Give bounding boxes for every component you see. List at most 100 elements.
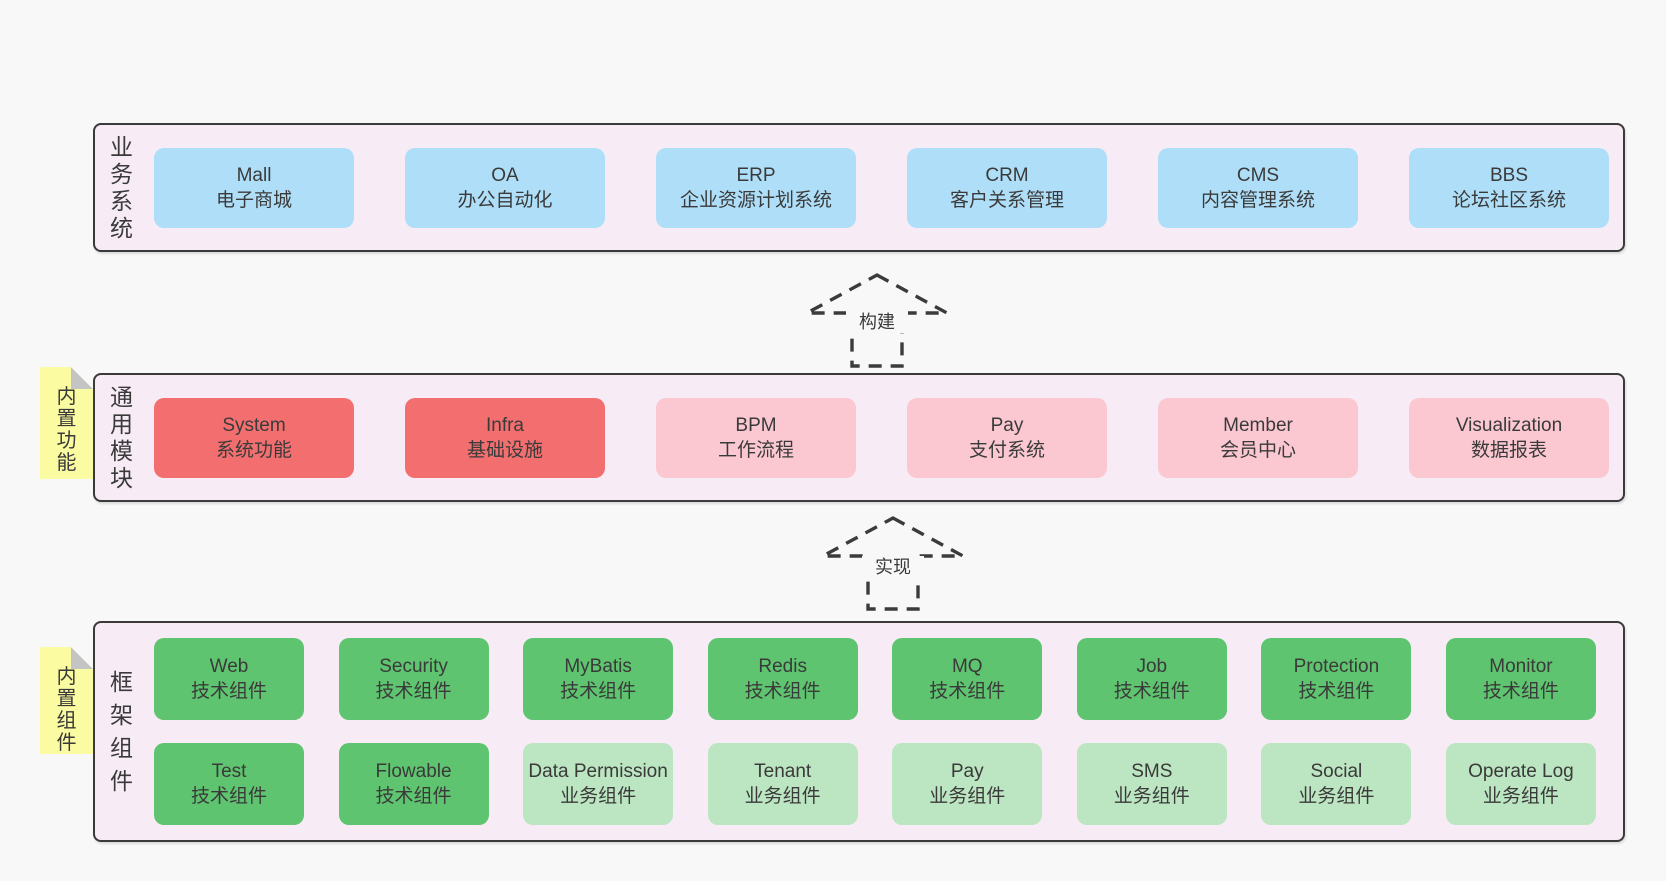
business-boxes: Mall 电子商城 OA 办公自动化 ERP 企业资源计划系统 CRM 客户关系… bbox=[135, 147, 1623, 228]
box-desc: 技术组件 bbox=[929, 681, 1006, 702]
box-name: Operate Log bbox=[1468, 761, 1574, 782]
band-business-systems: 业务系统 Mall 电子商城 OA 办公自动化 ERP 企业资源计划系统 CRM… bbox=[93, 123, 1625, 252]
module-boxes: System 系统功能 Infra 基础设施 BPM 工作流程 Pay 支付系统… bbox=[135, 397, 1623, 478]
box-name: ERP bbox=[736, 164, 776, 186]
box-pay-module: Pay 支付系统 bbox=[907, 397, 1107, 478]
band-label-framework-components: 框架组件 bbox=[110, 668, 133, 794]
box-security: Security 技术组件 bbox=[338, 638, 489, 720]
box-cms: CMS 内容管理系统 bbox=[1158, 147, 1358, 228]
box-pay-component: Pay 业务组件 bbox=[892, 743, 1043, 825]
box-desc: 技术组件 bbox=[375, 681, 452, 702]
box-erp: ERP 企业资源计划系统 bbox=[656, 147, 856, 228]
box-bpm: BPM 工作流程 bbox=[656, 397, 856, 478]
box-name: Member bbox=[1223, 414, 1293, 436]
band-framework-components: 框架组件 Web 技术组件 Security 技术组件 MyBatis 技术组件… bbox=[93, 621, 1625, 842]
box-infra: Infra 基础设施 bbox=[405, 397, 605, 478]
box-name: Protection bbox=[1293, 656, 1380, 677]
sticky-note-built-in-components: 内置组件 bbox=[40, 647, 93, 754]
box-desc: 企业资源计划系统 bbox=[679, 189, 832, 211]
box-name: BBS bbox=[1489, 164, 1529, 186]
component-row-1: Web 技术组件 Security 技术组件 MyBatis 技术组件 Redi… bbox=[154, 638, 1596, 720]
box-member: Member 会员中心 bbox=[1158, 397, 1358, 478]
box-mq: MQ 技术组件 bbox=[892, 638, 1043, 720]
implement-arrow-label: 实现 bbox=[862, 556, 924, 578]
band-common-modules: 通用模块 System 系统功能 Infra 基础设施 BPM 工作流程 Pay… bbox=[93, 373, 1625, 502]
box-desc: 数据报表 bbox=[1470, 439, 1547, 461]
box-desc: 业务组件 bbox=[1482, 786, 1559, 807]
box-name: Mall bbox=[236, 164, 272, 186]
box-redis: Redis 技术组件 bbox=[707, 638, 858, 720]
box-desc: 技术组件 bbox=[190, 786, 267, 807]
box-name: Job bbox=[1136, 656, 1168, 677]
box-mybatis: MyBatis 技术组件 bbox=[523, 638, 674, 720]
box-name: OA bbox=[491, 164, 519, 186]
box-desc: 技术组件 bbox=[375, 786, 452, 807]
box-name: CRM bbox=[985, 164, 1029, 186]
box-desc: 电子商城 bbox=[215, 189, 292, 211]
box-desc: 系统功能 bbox=[215, 439, 292, 461]
box-name: Redis bbox=[758, 656, 807, 677]
box-desc: 技术组件 bbox=[190, 681, 267, 702]
build-arrow-label: 构建 bbox=[846, 311, 908, 333]
box-name: Monitor bbox=[1489, 656, 1553, 677]
box-name: Social bbox=[1310, 761, 1363, 782]
box-operate-log: Operate Log 业务组件 bbox=[1445, 743, 1596, 825]
box-name: SMS bbox=[1131, 761, 1173, 782]
box-desc: 技术组件 bbox=[1482, 681, 1559, 702]
box-name: Tenant bbox=[754, 761, 812, 782]
box-name: Data Permission bbox=[528, 761, 668, 782]
box-monitor: Monitor 技术组件 bbox=[1445, 638, 1596, 720]
box-test: Test 技术组件 bbox=[154, 743, 304, 825]
box-desc: 业务组件 bbox=[744, 786, 821, 807]
box-name: Infra bbox=[485, 414, 525, 436]
box-desc: 客户关系管理 bbox=[949, 189, 1064, 211]
box-name: MQ bbox=[951, 656, 983, 677]
box-desc: 工作流程 bbox=[717, 439, 794, 461]
box-desc: 支付系统 bbox=[968, 439, 1045, 461]
box-desc: 会员中心 bbox=[1219, 439, 1296, 461]
sticky-fold-corner bbox=[71, 647, 93, 669]
sticky-note-label: 内置组件 bbox=[56, 666, 77, 754]
sticky-note-built-in-features: 内置功能 bbox=[40, 367, 93, 479]
box-desc: 基础设施 bbox=[466, 439, 543, 461]
sticky-fold-corner bbox=[71, 367, 93, 389]
box-web: Web 技术组件 bbox=[154, 638, 304, 720]
box-name: MyBatis bbox=[564, 656, 632, 677]
band-label-business-systems: 业务系统 bbox=[110, 133, 133, 241]
box-mall: Mall 电子商城 bbox=[154, 147, 354, 228]
box-name: Security bbox=[379, 656, 448, 677]
box-social: Social 业务组件 bbox=[1261, 743, 1412, 825]
box-crm: CRM 客户关系管理 bbox=[907, 147, 1107, 228]
band-label-common-modules: 通用模块 bbox=[110, 383, 133, 491]
sticky-note-label: 内置功能 bbox=[56, 386, 77, 474]
box-name: Pay bbox=[990, 414, 1024, 436]
box-desc: 业务组件 bbox=[929, 786, 1006, 807]
box-desc: 业务组件 bbox=[560, 786, 637, 807]
box-desc: 业务组件 bbox=[1298, 786, 1375, 807]
box-bbs: BBS 论坛社区系统 bbox=[1409, 147, 1609, 228]
box-desc: 内容管理系统 bbox=[1200, 189, 1315, 211]
box-visualization: Visualization 数据报表 bbox=[1409, 397, 1609, 478]
box-desc: 业务组件 bbox=[1113, 786, 1190, 807]
box-desc: 技术组件 bbox=[1298, 681, 1375, 702]
box-job: Job 技术组件 bbox=[1076, 638, 1227, 720]
component-rows: Web 技术组件 Security 技术组件 MyBatis 技术组件 Redi… bbox=[135, 638, 1623, 825]
box-name: BPM bbox=[735, 414, 777, 436]
box-tenant: Tenant 业务组件 bbox=[707, 743, 858, 825]
box-name: Web bbox=[209, 656, 249, 677]
box-name: System bbox=[222, 414, 286, 436]
implement-arrow bbox=[822, 516, 964, 611]
box-system: System 系统功能 bbox=[154, 397, 354, 478]
box-name: Test bbox=[211, 761, 247, 782]
box-desc: 技术组件 bbox=[744, 681, 821, 702]
box-name: CMS bbox=[1236, 164, 1280, 186]
component-row-2: Test 技术组件 Flowable 技术组件 Data Permission … bbox=[154, 743, 1596, 825]
box-name: Flowable bbox=[375, 761, 452, 782]
box-name: Pay bbox=[950, 761, 984, 782]
box-name: Visualization bbox=[1455, 414, 1563, 436]
box-desc: 技术组件 bbox=[560, 681, 637, 702]
box-oa: OA 办公自动化 bbox=[405, 147, 605, 228]
box-data-permission: Data Permission 业务组件 bbox=[523, 743, 674, 825]
build-arrow bbox=[806, 273, 948, 368]
